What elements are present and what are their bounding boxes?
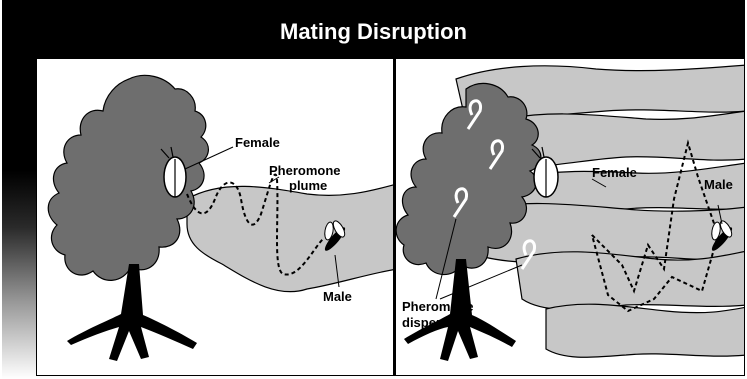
dispensers-label-line1: Pheromone [402, 299, 474, 314]
female-label: Female [592, 165, 637, 180]
normal-mating-illustration: Female Pheromone plume Male [37, 59, 394, 376]
plume-label-line1: Pheromone [269, 163, 341, 178]
normal-mating-panel: Female Pheromone plume Male [36, 58, 394, 376]
dispensers-label-line2: dispensers [402, 315, 471, 330]
plume-label-line2: plume [289, 178, 327, 193]
female-label: Female [235, 135, 280, 150]
male-label: Male [704, 177, 733, 192]
mating-disruption-panel: Female Male Pheromone dispensers [394, 58, 745, 376]
disruption-illustration: Female Male Pheromone dispensers [396, 59, 745, 376]
tree-trunk [67, 264, 197, 361]
male-label: Male [323, 289, 352, 304]
pheromone-plume [187, 184, 394, 292]
diagram-title: Mating Disruption [2, 0, 745, 58]
